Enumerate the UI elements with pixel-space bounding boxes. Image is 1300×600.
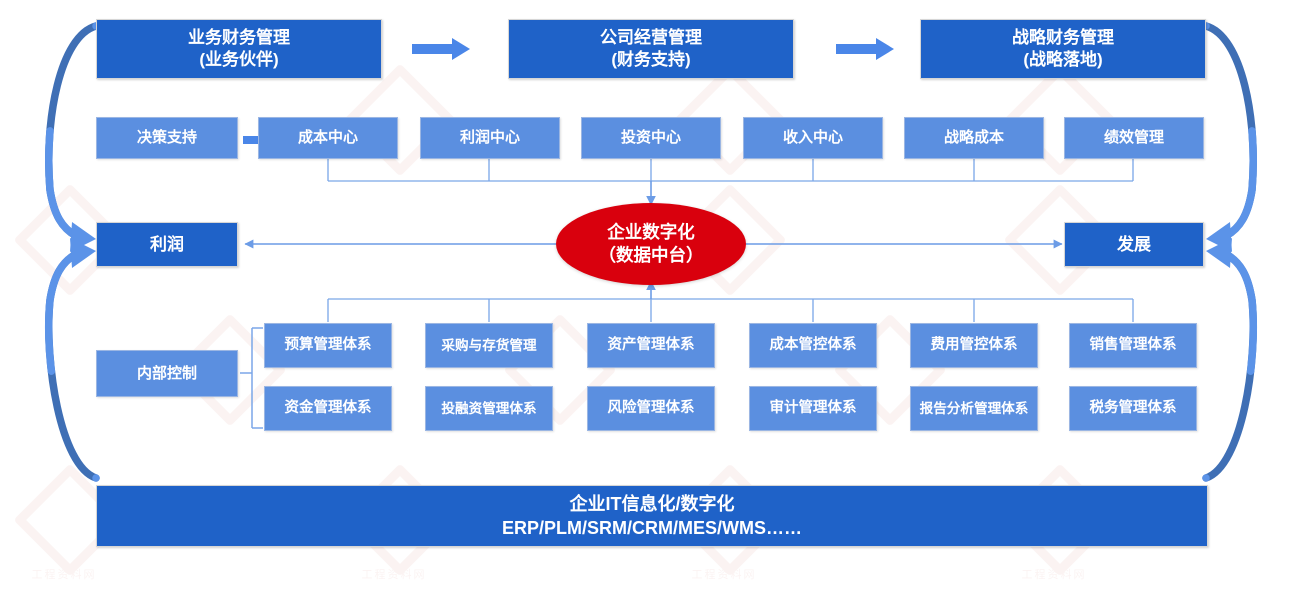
internal-control-bracket xyxy=(240,327,263,429)
side-label: 发展 xyxy=(1117,234,1151,254)
core-line1: 企业数字化 xyxy=(607,222,695,243)
internal-control-box[interactable]: 内部控制 xyxy=(96,350,238,397)
system-box-cost-control[interactable]: 成本管控体系 xyxy=(749,323,877,368)
center-label: 收入中心 xyxy=(782,129,843,147)
system-box-tax-management[interactable]: 税务管理体系 xyxy=(1069,386,1197,431)
side-box-development[interactable]: 发展 xyxy=(1064,222,1204,267)
center-label: 决策支持 xyxy=(136,129,197,147)
system-box-sales-management[interactable]: 销售管理体系 xyxy=(1069,323,1197,368)
system-label: 采购与存货管理 xyxy=(441,337,537,353)
center-label: 战略成本 xyxy=(943,129,1004,147)
header-line2: (业务伙伴) xyxy=(199,50,279,69)
header-box-company-operation[interactable]: 公司经营管理 (财务支持) xyxy=(508,19,794,79)
header-line1: 业务财务管理 xyxy=(188,28,290,48)
header-arrow-1 xyxy=(412,38,470,60)
core-line2: （数据中台） xyxy=(598,245,704,265)
core-ellipse-enterprise-digitalization[interactable]: 企业数字化 （数据中台） xyxy=(556,203,746,285)
system-label: 税务管理体系 xyxy=(1089,400,1177,417)
center-label: 绩效管理 xyxy=(1103,129,1164,147)
system-box-expense-control[interactable]: 费用管控体系 xyxy=(910,323,1038,368)
footer-line2: ERP/PLM/SRM/CRM/MES/WMS…… xyxy=(502,518,802,538)
center-box-decision-support[interactable]: 决策支持 xyxy=(96,117,238,159)
system-label: 风险管理体系 xyxy=(607,400,695,417)
internal-control-label: 内部控制 xyxy=(136,364,197,382)
right-curve-top-arrow xyxy=(1202,22,1257,252)
system-label: 费用管控体系 xyxy=(930,337,1018,354)
left-curve-top-arrow xyxy=(45,22,100,252)
header-line2: (战略落地) xyxy=(1023,50,1103,69)
center-box-profit-center[interactable]: 利润中心 xyxy=(420,117,560,159)
system-box-budget-management[interactable]: 预算管理体系 xyxy=(264,323,392,368)
system-label: 审计管理体系 xyxy=(769,400,857,417)
system-label: 预算管理体系 xyxy=(284,337,372,354)
center-label: 成本中心 xyxy=(297,129,358,147)
lower-bus-wires xyxy=(327,298,1134,322)
system-box-audit-management[interactable]: 审计管理体系 xyxy=(749,386,877,431)
center-box-performance-mgmt[interactable]: 绩效管理 xyxy=(1064,117,1204,159)
side-label: 利润 xyxy=(150,234,184,254)
header-box-strategic-finance[interactable]: 战略财务管理 (战略落地) xyxy=(920,19,1206,79)
header-box-business-finance[interactable]: 业务财务管理 (业务伙伴) xyxy=(96,19,382,79)
system-box-risk-management[interactable]: 风险管理体系 xyxy=(587,386,715,431)
system-label: 资金管理体系 xyxy=(284,400,372,417)
system-label: 资产管理体系 xyxy=(607,337,695,354)
system-label: 成本管控体系 xyxy=(769,337,857,354)
side-box-profit[interactable]: 利润 xyxy=(96,222,238,267)
center-box-cost-center[interactable]: 成本中心 xyxy=(258,117,398,159)
system-box-investment-financing[interactable]: 投融资管理体系 xyxy=(425,386,553,431)
system-label: 销售管理体系 xyxy=(1089,337,1177,354)
footer-banner-it-digitalization[interactable]: 企业IT信息化/数字化 ERP/PLM/SRM/CRM/MES/WMS…… xyxy=(96,485,1208,547)
system-box-fund-management[interactable]: 资金管理体系 xyxy=(264,386,392,431)
center-box-investment-center[interactable]: 投资中心 xyxy=(581,117,721,159)
center-label: 利润中心 xyxy=(459,129,520,147)
system-box-asset-management[interactable]: 资产管理体系 xyxy=(587,323,715,368)
header-arrow-2 xyxy=(836,38,894,60)
system-box-procurement-inventory[interactable]: 采购与存货管理 xyxy=(425,323,553,368)
header-line1: 战略财务管理 xyxy=(1012,28,1114,48)
right-curve-bottom-arrow xyxy=(1202,238,1257,482)
header-line2: (财务支持) xyxy=(611,50,691,69)
center-label: 投资中心 xyxy=(620,129,681,147)
left-curve-bottom-arrow xyxy=(45,238,100,482)
footer-line1: 企业IT信息化/数字化 xyxy=(569,493,735,514)
center-box-strategic-cost[interactable]: 战略成本 xyxy=(904,117,1044,159)
center-box-revenue-center[interactable]: 收入中心 xyxy=(743,117,883,159)
system-box-report-analysis[interactable]: 报告分析管理体系 xyxy=(910,386,1038,431)
upper-bus-wires xyxy=(327,159,1134,182)
header-line1: 公司经营管理 xyxy=(600,28,702,48)
system-label: 投融资管理体系 xyxy=(441,400,537,416)
system-label: 报告分析管理体系 xyxy=(919,400,1029,416)
